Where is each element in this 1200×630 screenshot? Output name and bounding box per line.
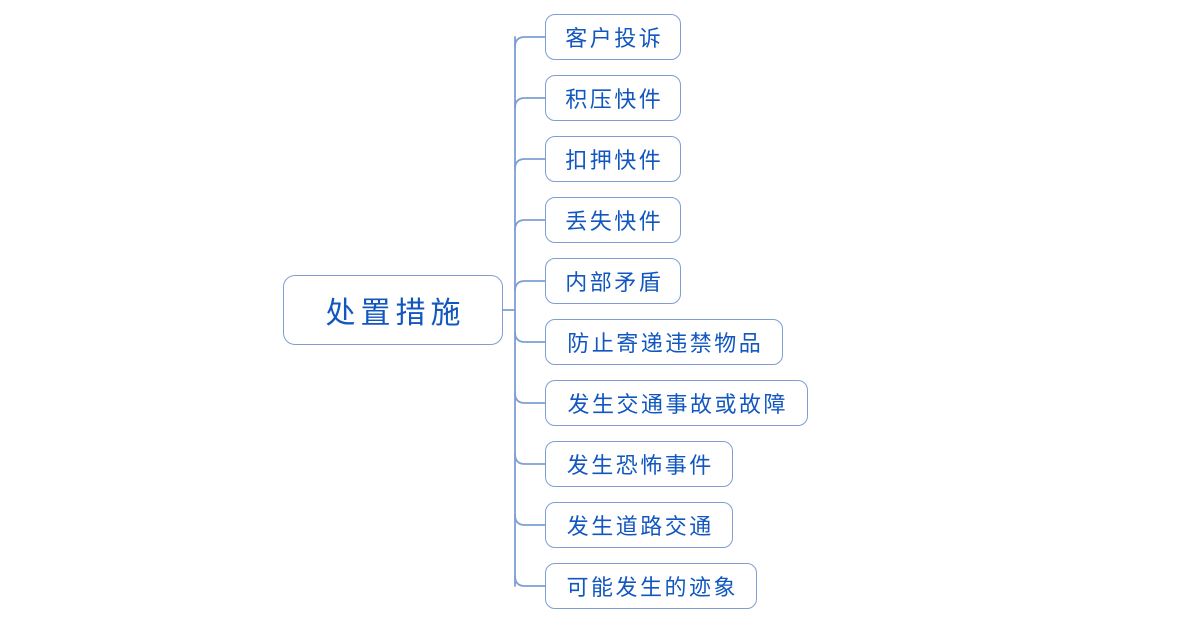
connector-branch-8 — [514, 453, 546, 465]
child-node-4[interactable]: 丢失快件 — [545, 197, 681, 243]
connector-branch-6 — [514, 331, 546, 343]
child-node-label: 客户投诉 — [565, 26, 664, 51]
child-node-label: 防止寄递违禁物品 — [567, 331, 764, 356]
child-node-9[interactable]: 发生道路交通 — [545, 502, 733, 548]
child-node-label: 积压快件 — [565, 87, 664, 112]
child-node-label: 发生恐怖事件 — [566, 453, 714, 478]
connector-branch-4 — [514, 219, 546, 231]
child-node-7[interactable]: 发生交通事故或故障 — [545, 380, 808, 426]
connector-branch-10 — [514, 575, 546, 587]
root-node-label: 处置措施 — [325, 297, 466, 330]
child-node-6[interactable]: 防止寄递违禁物品 — [545, 319, 783, 365]
connector-branch-2 — [514, 97, 546, 109]
connector-branch-3 — [514, 158, 546, 170]
connector-branch-7 — [514, 392, 546, 404]
child-node-5[interactable]: 内部矛盾 — [545, 258, 681, 304]
child-node-10[interactable]: 可能发生的迹象 — [545, 563, 757, 609]
connector-branch-9 — [514, 514, 546, 526]
child-node-label: 扣押快件 — [565, 148, 664, 173]
child-node-1[interactable]: 客户投诉 — [545, 14, 681, 60]
child-node-2[interactable]: 积压快件 — [545, 75, 681, 121]
child-node-label: 发生交通事故或故障 — [567, 392, 788, 417]
child-node-label: 可能发生的迹象 — [566, 575, 738, 600]
connector-branch-1 — [514, 36, 546, 48]
child-node-8[interactable]: 发生恐怖事件 — [545, 441, 733, 487]
child-node-label: 内部矛盾 — [565, 270, 664, 295]
root-node[interactable]: 处置措施 — [283, 275, 503, 345]
child-node-label: 丢失快件 — [565, 209, 664, 234]
child-node-label: 发生道路交通 — [566, 514, 714, 539]
connector-branch-5 — [514, 280, 546, 292]
child-node-3[interactable]: 扣押快件 — [545, 136, 681, 182]
